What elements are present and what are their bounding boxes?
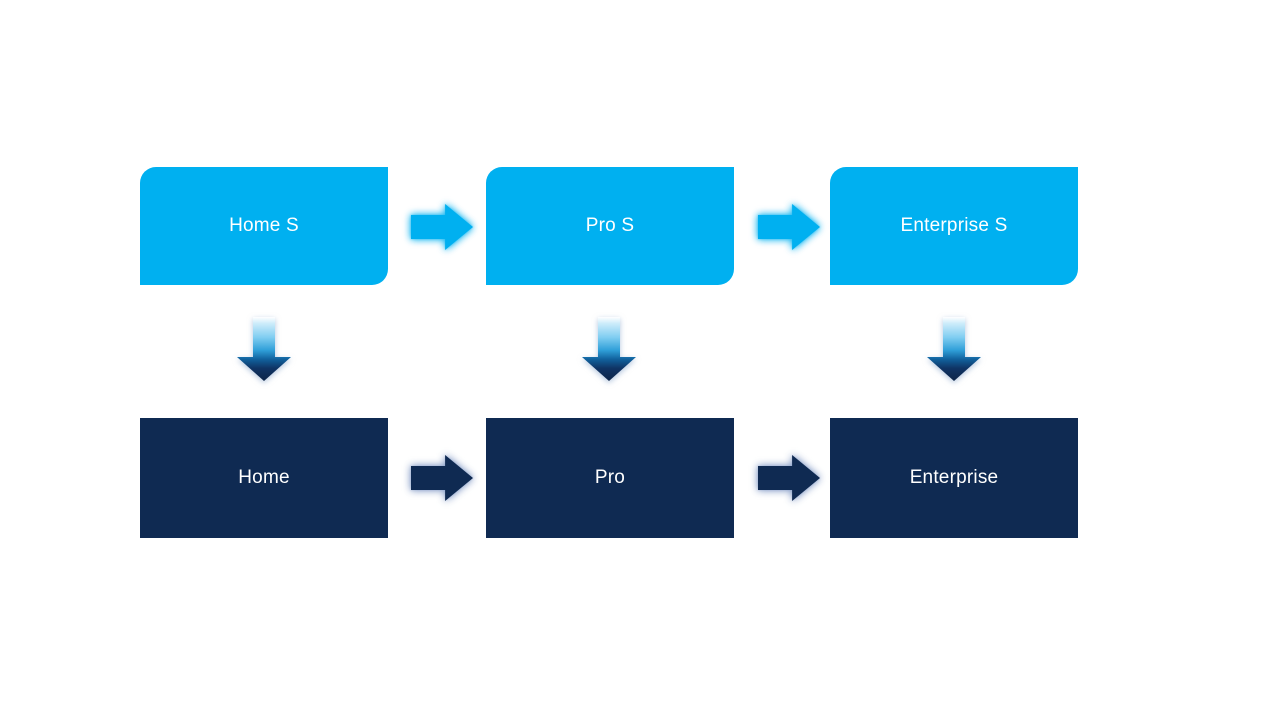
node-pro: Pro — [486, 418, 734, 538]
node-enterprise-s: Enterprise S — [830, 167, 1078, 285]
node-home-s: Home S — [140, 167, 388, 285]
node-enterprise-label: Enterprise — [909, 467, 999, 488]
arrow-right-icon — [758, 204, 820, 250]
arrow-down-icon — [237, 317, 291, 381]
node-home: Home — [140, 418, 388, 538]
arrow-right-icon — [411, 204, 473, 250]
node-pro-s: Pro S — [486, 167, 734, 285]
arrow-right-icon — [411, 455, 473, 501]
arrow-right-icon — [758, 455, 820, 501]
node-pro-s-label: Pro S — [585, 215, 635, 236]
node-enterprise: Enterprise — [830, 418, 1078, 538]
node-enterprise-s-label: Enterprise S — [900, 215, 1008, 236]
node-home-s-label: Home S — [229, 215, 299, 236]
node-pro-label: Pro — [594, 467, 626, 488]
node-home-label: Home — [238, 467, 290, 488]
arrow-down-icon — [927, 317, 981, 381]
arrow-down-icon — [582, 317, 636, 381]
